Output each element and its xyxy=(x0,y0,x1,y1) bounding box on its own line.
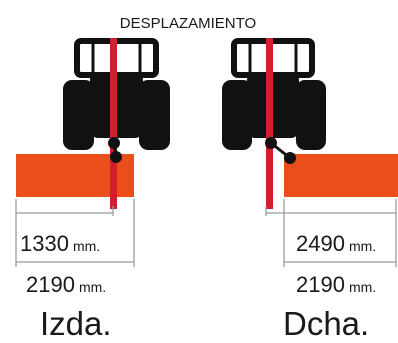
right-hitch-joint-top xyxy=(265,137,277,149)
right-dimensions xyxy=(265,199,397,267)
right-rear-wheel-left xyxy=(222,80,252,150)
left-side-label: Izda. xyxy=(40,305,112,342)
left-offset-pole xyxy=(110,38,117,209)
left-rear-wheel-left xyxy=(63,80,94,150)
right-rear-wheel-right xyxy=(296,80,326,150)
right-mower-deck xyxy=(284,154,398,197)
left-hitch-joint-top xyxy=(108,137,120,149)
left-hitch-joint-bottom xyxy=(110,151,122,163)
left-dimensions xyxy=(15,199,135,267)
right-side-label: Dcha. xyxy=(283,305,369,342)
left-tractor xyxy=(16,38,170,209)
right-offset-pole xyxy=(266,38,273,209)
right-tractor xyxy=(222,38,398,209)
left-rear-wheel-right xyxy=(139,80,170,150)
diagram-title: DESPLAZAMIENTO xyxy=(120,15,256,32)
right-hitch-joint-bottom xyxy=(284,152,296,164)
